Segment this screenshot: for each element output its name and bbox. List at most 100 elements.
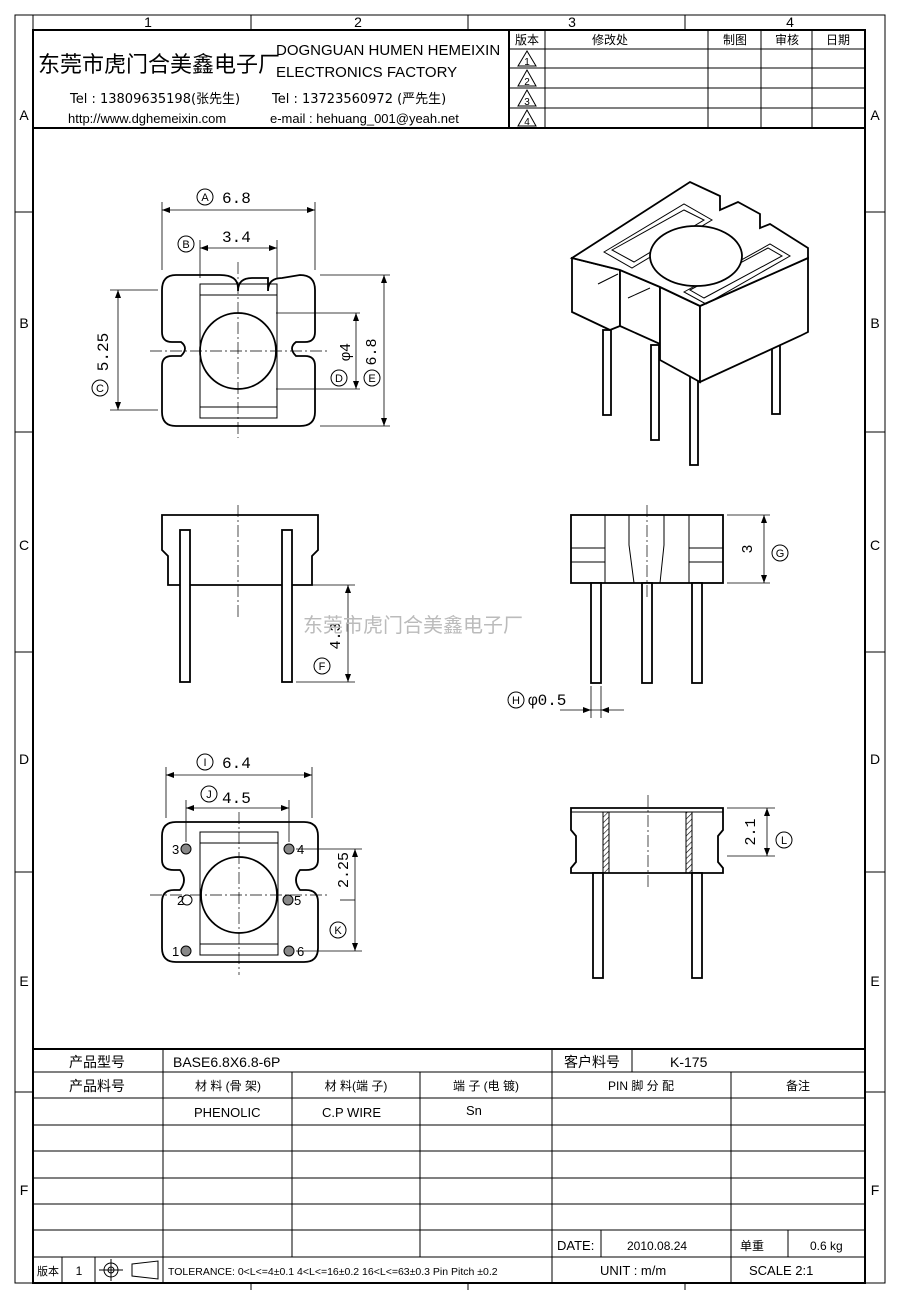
watermark: 东莞市虎门合美鑫电子厂 [303,613,523,637]
dim-a: A 6.8 [161,188,316,270]
revision-table: 版本 修改处 制图 审核 日期 1 2 3 4 [508,30,865,128]
row-labels-left: A B C D E F [19,107,29,1198]
dim-f: F 4.3 [296,584,355,683]
material-pin: C.P WIRE [322,1105,381,1120]
rev-number-4: 4 [524,117,530,128]
row-label-c: C [19,537,29,553]
dim-e: E 6.8 [320,274,390,427]
dim-letter-k: K [334,925,342,937]
projection-symbol-icon [99,1259,159,1281]
material-bobbin: PHENOLIC [194,1105,260,1120]
row-label-f: F [20,1182,29,1198]
product-model: BASE6.8X6.8-6P [173,1054,280,1070]
label-material-pin: 材 料(端 子) [325,1079,388,1093]
revision-triangle-icon [517,88,537,107]
dim-value-a: 6.8 [222,190,251,208]
column-label-1: 1 [144,14,152,30]
pin-hole-3 [180,843,192,855]
rev-header-checked: 审核 [775,32,799,47]
rev-row-3: 3 [517,88,537,108]
label-customer-part: 客户料号 [564,1054,620,1070]
date-label: DATE: [557,1238,594,1253]
weight-label: 单重 [740,1239,764,1253]
label-product-model: 产品型号 [69,1054,125,1070]
dim-value-j: 4.5 [222,790,251,808]
dim-d: D φ4 [276,312,360,390]
side-view [570,505,724,684]
tel-1: Tel : 13809635198(张先生) [69,92,240,107]
dim-value-k: 2.25 [336,852,353,888]
dim-value-h: φ0.5 [528,692,566,710]
terminal-plating: Sn [466,1103,482,1118]
pin-number-6: 6 [297,944,304,959]
rev-row-4: 4 [517,108,537,128]
pin-hole-6 [283,945,295,957]
row-label-f-right: F [871,1182,880,1198]
dim-value-g: 3 [740,544,757,553]
revision-triangle-icon [517,68,537,87]
row-label-b-right: B [870,315,879,331]
pin-number-5: 5 [294,893,301,908]
dim-letter-l: L [781,835,787,847]
dim-letter-g: G [776,548,785,560]
scale: SCALE 2:1 [749,1263,813,1278]
version-label: 版本 [37,1264,59,1278]
pin-number-3: 3 [172,842,179,857]
dim-j: J 4.5 [185,785,290,842]
dim-value-d: φ4 [338,343,355,361]
isometric-view [569,180,809,466]
label-pin-assignment: PIN 脚 分 配 [608,1078,674,1093]
top-view [150,262,328,438]
dim-b: B 3.4 [177,229,278,278]
row-label-a-right: A [870,107,880,123]
row-label-c-right: C [870,537,880,553]
rev-number-2: 2 [524,77,530,88]
column-labels: 1 2 3 4 [144,14,794,30]
dim-letter-f: F [319,661,326,673]
dim-value-b: 3.4 [222,229,251,247]
rev-header-change: 修改处 [592,32,628,47]
dim-g: G 3 [727,514,789,584]
section-view [570,795,724,979]
revision-triangle-icon [517,108,537,127]
dim-k: K 2.25 [296,848,362,952]
version: 1 [76,1264,83,1278]
dim-i: I 6.4 [165,753,313,818]
column-label-3: 3 [568,14,576,30]
rev-row-2: 2 [517,68,537,88]
dim-c: C 5.25 [91,289,158,411]
customer-part: K-175 [670,1054,708,1070]
title-block: 产品型号 客户料号 产品料号 BASE6.8X6.8-6P K-175 材 料 … [33,1048,865,1283]
dim-value-c: 5.25 [95,333,113,371]
dim-letter-c: C [96,383,104,395]
pin-hole-2 [181,894,193,906]
dim-h: H φ0.5 [507,686,624,718]
column-label-4: 4 [786,14,794,30]
row-label-a: A [19,107,29,123]
label-product-part: 产品料号 [69,1078,125,1094]
dim-value-i: 6.4 [222,755,251,773]
dim-letter-e: E [368,373,375,385]
pin-hole-4 [283,843,295,855]
dim-l: L 2.1 [727,807,793,857]
dim-letter-d: D [335,373,343,385]
label-remarks: 备注 [786,1078,810,1093]
row-label-d: D [19,751,29,767]
dim-letter-b: B [182,239,189,251]
website: http://www.dghemeixin.com [68,111,226,126]
dim-letter-h: H [512,695,520,707]
dim-value-l: 2.1 [743,818,760,845]
column-label-2: 2 [354,14,362,30]
pin-number-2: 2 [177,893,184,908]
weight: 0.6 kg [810,1239,843,1253]
dim-letter-j: J [206,789,212,801]
label-terminal-plating: 端 子 (电 镀) [453,1079,519,1093]
row-label-b: B [19,315,28,331]
frame [14,14,886,1290]
front-view [161,505,319,683]
rev-header-date: 日期 [826,33,850,47]
email: e-mail : hehuang_001@yeah.net [270,111,459,126]
rev-row-1: 1 [517,50,537,68]
company-name-en-1: DOGNGUAN HUMEN HEMEIXIN [276,42,500,59]
